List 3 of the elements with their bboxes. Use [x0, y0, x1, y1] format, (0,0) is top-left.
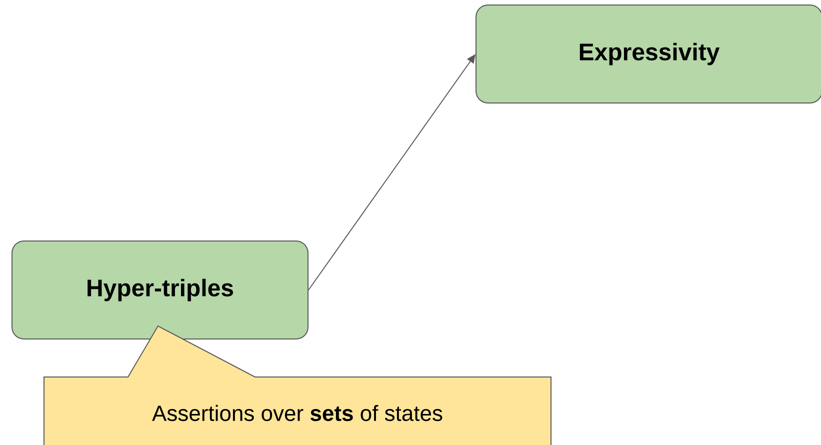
term-box: Expressivity — [476, 4, 821, 104]
callout-box: Assertions over sets of states — [44, 325, 552, 445]
term-box: Hyper-triples — [12, 240, 308, 340]
